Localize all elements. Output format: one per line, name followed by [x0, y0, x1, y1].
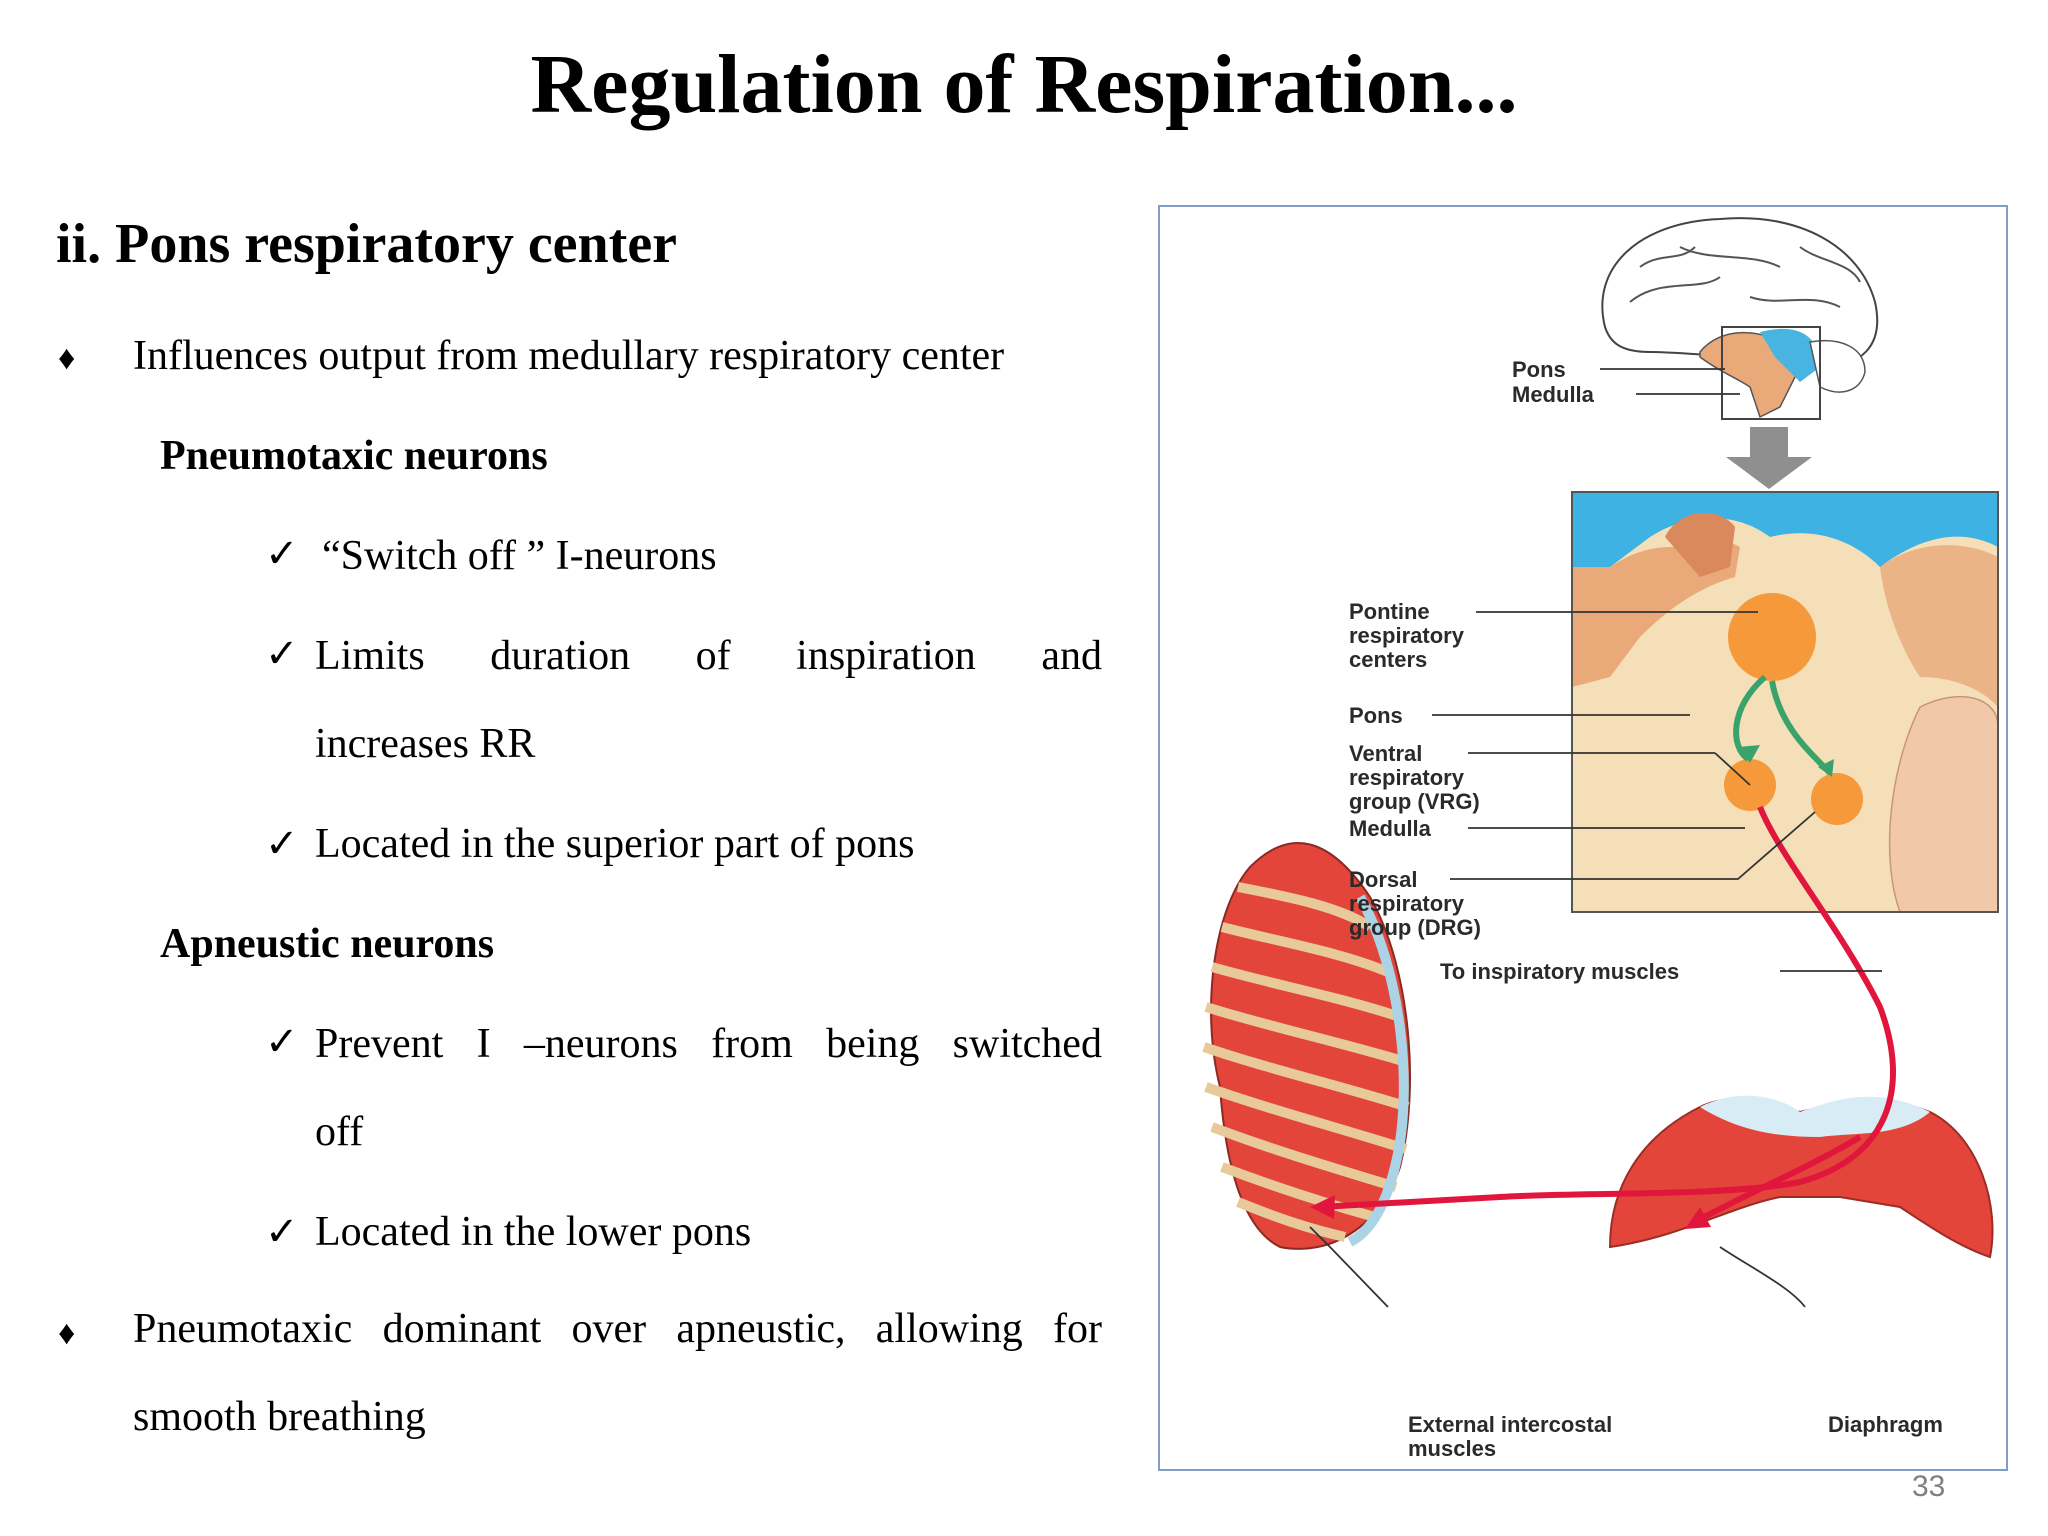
word: allowing	[875, 1306, 1023, 1352]
check-icon: ✓	[265, 631, 299, 676]
apneustic-heading: Apneustic neurons	[160, 921, 495, 967]
diamond-bullet-icon: ♦	[58, 1315, 76, 1352]
word: Limits	[315, 633, 425, 679]
brain-illustration	[1601, 217, 1879, 420]
label-pontine-3: centers	[1349, 647, 1427, 672]
label-vrg-2: respiratory	[1349, 765, 1465, 790]
label-diaphragm: Diaphragm	[1828, 1412, 1943, 1437]
word: of	[695, 633, 731, 679]
word: Prevent	[315, 1021, 444, 1067]
word: from	[711, 1021, 793, 1067]
diamond-bullet-icon: ♦	[58, 340, 76, 377]
label-vrg-1: Ventral	[1349, 741, 1422, 766]
page-title: Regulation of Respiration...	[530, 38, 1518, 131]
word: dominant	[382, 1306, 542, 1352]
check-icon: ✓	[265, 821, 299, 866]
bullet-text: Influences output from medullary respira…	[133, 333, 1005, 379]
bullet-text-continuation: smooth breathing	[133, 1394, 426, 1440]
pneumotaxic-heading: Pneumotaxic neurons	[160, 433, 548, 479]
check-icon: ✓	[265, 1209, 299, 1254]
word: inspiration	[796, 633, 976, 679]
bullet-text-line: Pneumotaxic dominant over apneustic, all…	[133, 1305, 1102, 1353]
section-heading: ii. Pons respiratory center	[56, 213, 678, 275]
drg-dot	[1811, 773, 1863, 825]
label-drg-1: Dorsal	[1349, 867, 1417, 892]
respiratory-center-figure: Pons Medulla Pontine respiratory centers…	[1158, 205, 2008, 1471]
list-item: Located in the superior part of pons	[315, 821, 915, 867]
down-arrow-icon	[1726, 427, 1812, 489]
label-drg-2: respiratory	[1349, 891, 1465, 916]
word: –neurons	[523, 1021, 678, 1067]
label-pontine-2: respiratory	[1349, 623, 1465, 648]
rib-cage-illustration	[1202, 842, 1411, 1250]
pontine-center-dot	[1728, 593, 1816, 681]
page-number: 33	[1912, 1470, 1946, 1503]
word: apneustic,	[676, 1306, 846, 1352]
word: over	[571, 1306, 647, 1352]
word: and	[1041, 633, 1102, 679]
diaphragm-illustration	[1608, 1095, 1994, 1259]
label-inspiratory: To inspiratory muscles	[1440, 959, 1679, 984]
label-intercostal-1: External intercostal	[1408, 1412, 1612, 1437]
word: I	[476, 1021, 491, 1067]
motor-nerve-branch	[1693, 1134, 1862, 1225]
word: Pneumotaxic	[133, 1306, 353, 1352]
check-icon: ✓	[265, 1019, 299, 1064]
pathway-arrow	[1733, 674, 1767, 762]
word: for	[1053, 1306, 1102, 1352]
label-pons-top: Pons	[1512, 357, 1566, 382]
label-vrg-3: group (VRG)	[1349, 789, 1480, 814]
brainstem-illustration	[1571, 491, 1999, 913]
check-icon: ✓	[265, 531, 299, 576]
leader-lines	[1309, 368, 1882, 1308]
list-item: Located in the lower pons	[315, 1209, 752, 1255]
list-item: “Switch off ” I-neurons	[322, 533, 717, 579]
list-item-continuation: increases RR	[315, 721, 536, 767]
label-intercostal-2: muscles	[1408, 1436, 1496, 1461]
label-medulla: Medulla	[1349, 816, 1432, 841]
word: duration	[490, 633, 631, 679]
label-medulla-top: Medulla	[1512, 382, 1595, 407]
label-pontine-1: Pontine	[1349, 599, 1430, 624]
list-item-continuation: off	[315, 1109, 364, 1155]
motor-nerve-line	[1319, 805, 1896, 1210]
list-item-line: Limits duration of inspiration and	[315, 632, 1102, 680]
list-item-line: Prevent I –neurons from being switched	[315, 1020, 1102, 1068]
figure-illustration: Pons Medulla Pontine respiratory centers…	[1202, 217, 1999, 1461]
word: being	[826, 1021, 920, 1067]
label-pons: Pons	[1349, 703, 1403, 728]
word: switched	[952, 1021, 1102, 1067]
label-drg-3: group (DRG)	[1349, 915, 1481, 940]
